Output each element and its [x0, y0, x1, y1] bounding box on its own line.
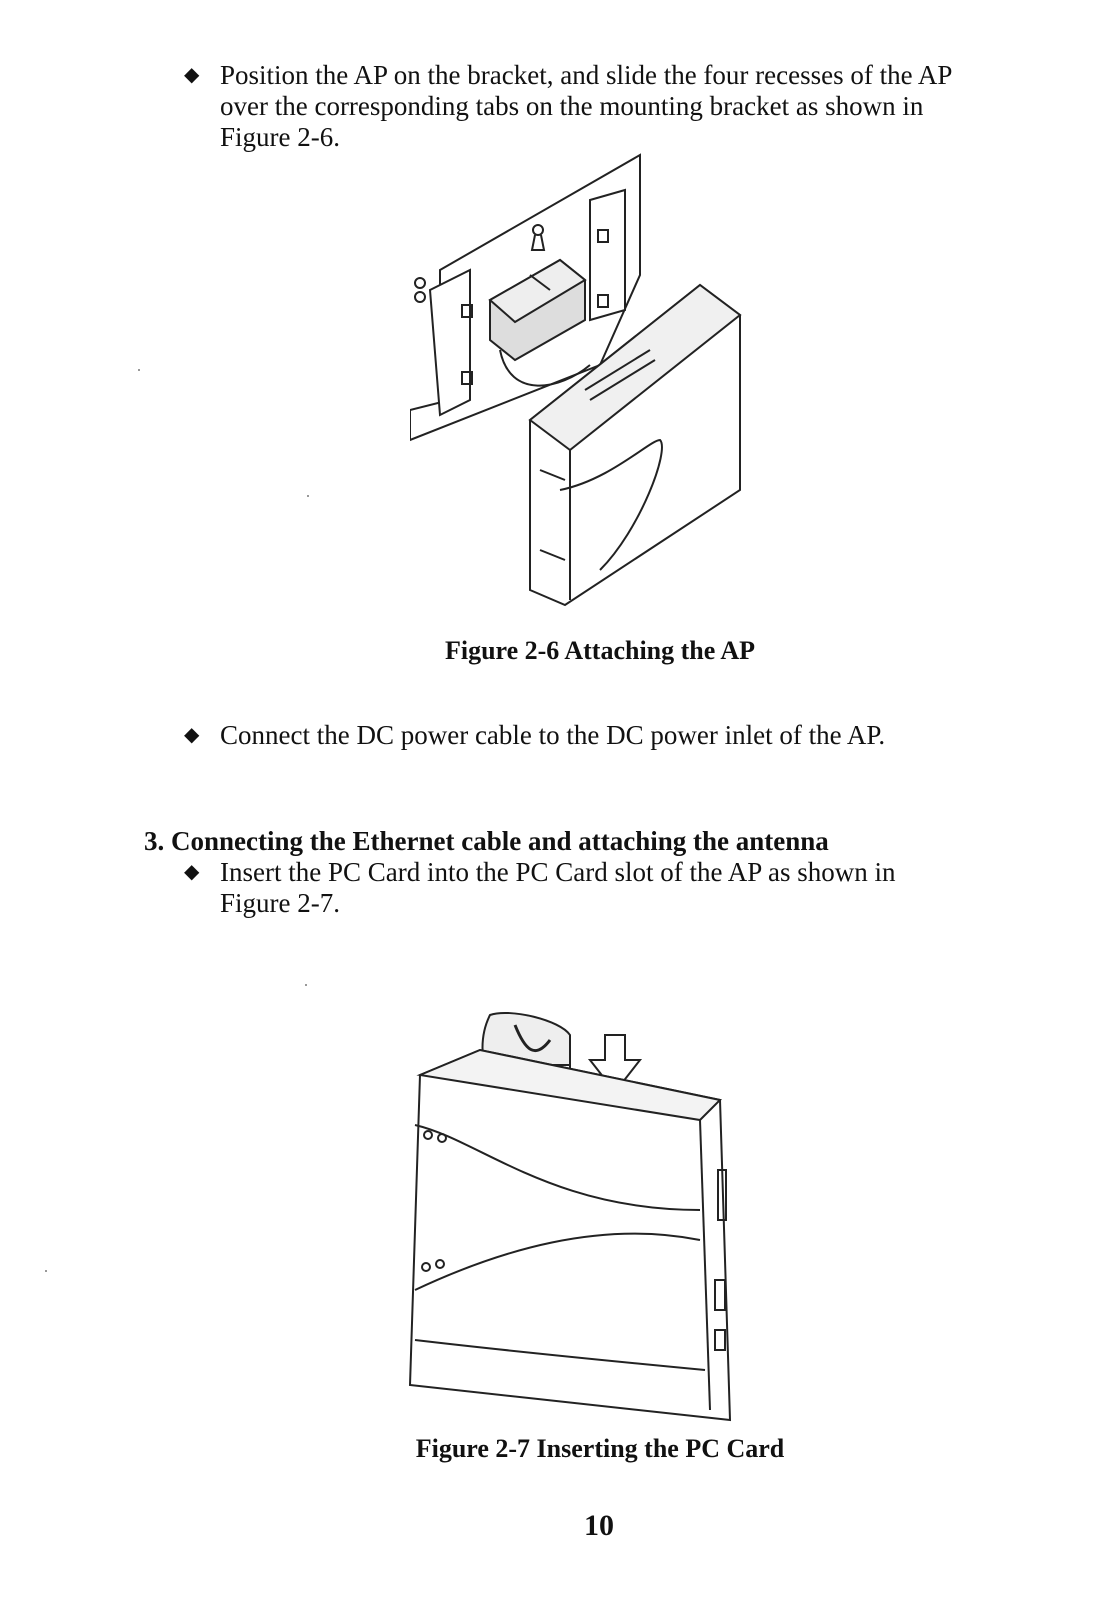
figure-caption: Figure 2-7 Inserting the PC Card	[415, 1434, 785, 1463]
scan-speck	[307, 495, 309, 497]
figure-caption: Figure 2-6 Attaching the AP	[444, 636, 756, 665]
figure-2-7-illustration	[408, 1011, 732, 1422]
section-heading: 3. Connecting the Ethernet cable and att…	[144, 826, 829, 856]
paragraph-line: Connect the DC power cable to the DC pow…	[220, 720, 886, 750]
page-number: 10	[584, 1509, 614, 1542]
paragraph-line: Insert the PC Card into the PC Card slot…	[220, 857, 896, 887]
bullet-icon: ◆	[184, 724, 200, 746]
paragraph-line: Figure 2-6.	[220, 122, 340, 152]
bullet-icon: ◆	[184, 64, 200, 86]
paragraph-line: Figure 2-7.	[220, 888, 340, 918]
scan-speck	[45, 1270, 47, 1272]
figure-2-6-illustration	[410, 153, 742, 607]
paragraph-line: over the corresponding tabs on the mount…	[220, 91, 924, 121]
scan-speck	[138, 369, 140, 371]
bullet-icon: ◆	[184, 861, 200, 883]
paragraph-line: Position the AP on the bracket, and slid…	[220, 60, 953, 90]
scan-speck	[305, 984, 307, 986]
